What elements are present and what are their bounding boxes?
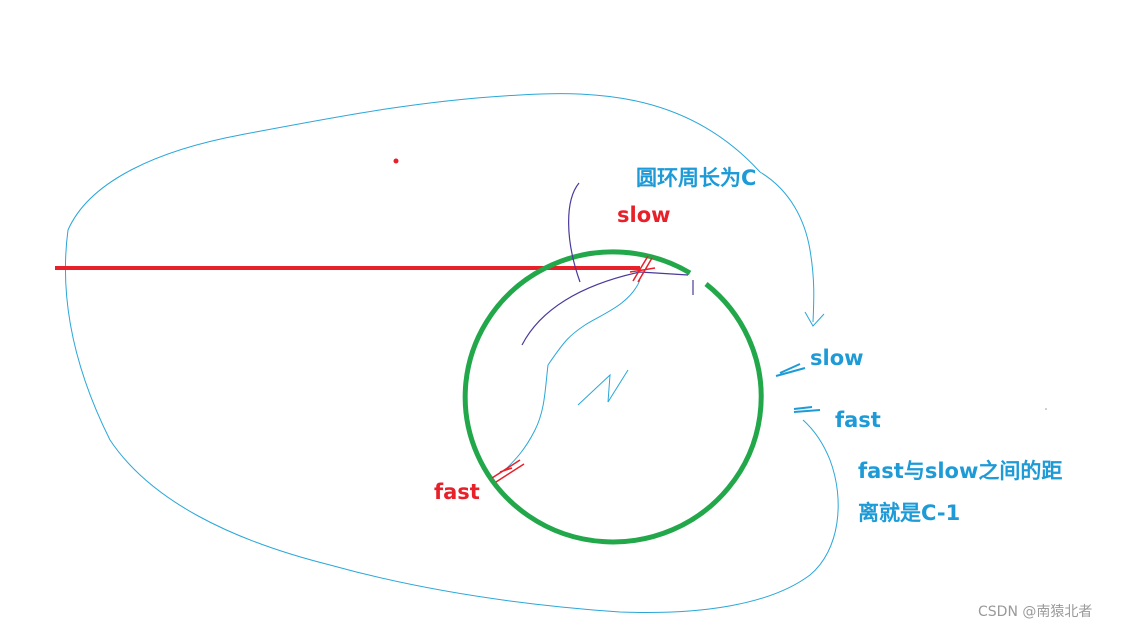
stray-dot xyxy=(1045,408,1047,410)
slow-marker-red xyxy=(629,255,656,283)
inner-squiggle xyxy=(504,279,641,471)
red-dot xyxy=(393,158,399,164)
fast-label-red: fast xyxy=(434,480,480,504)
distance-note-line2: 离就是C-1 xyxy=(858,501,961,525)
slow-marker-blue xyxy=(775,363,806,377)
slow-label-red: slow xyxy=(617,203,671,227)
slow-label-blue: slow xyxy=(810,346,864,370)
purple-overdraw xyxy=(521,182,694,346)
cycle-ring xyxy=(462,249,764,545)
sketch-arrow xyxy=(759,171,825,327)
fast-marker-red xyxy=(491,459,525,483)
outer-sketch-loop xyxy=(64,93,839,613)
distance-note-line1: fast与slow之间的距 xyxy=(858,459,1063,483)
watermark: CSDN @南猿北者 xyxy=(978,604,1093,620)
circumference-label: 圆环周长为C xyxy=(636,166,757,190)
fast-label-blue: fast xyxy=(835,408,881,432)
n-scribble xyxy=(577,369,629,406)
fast-marker-blue xyxy=(793,406,821,413)
